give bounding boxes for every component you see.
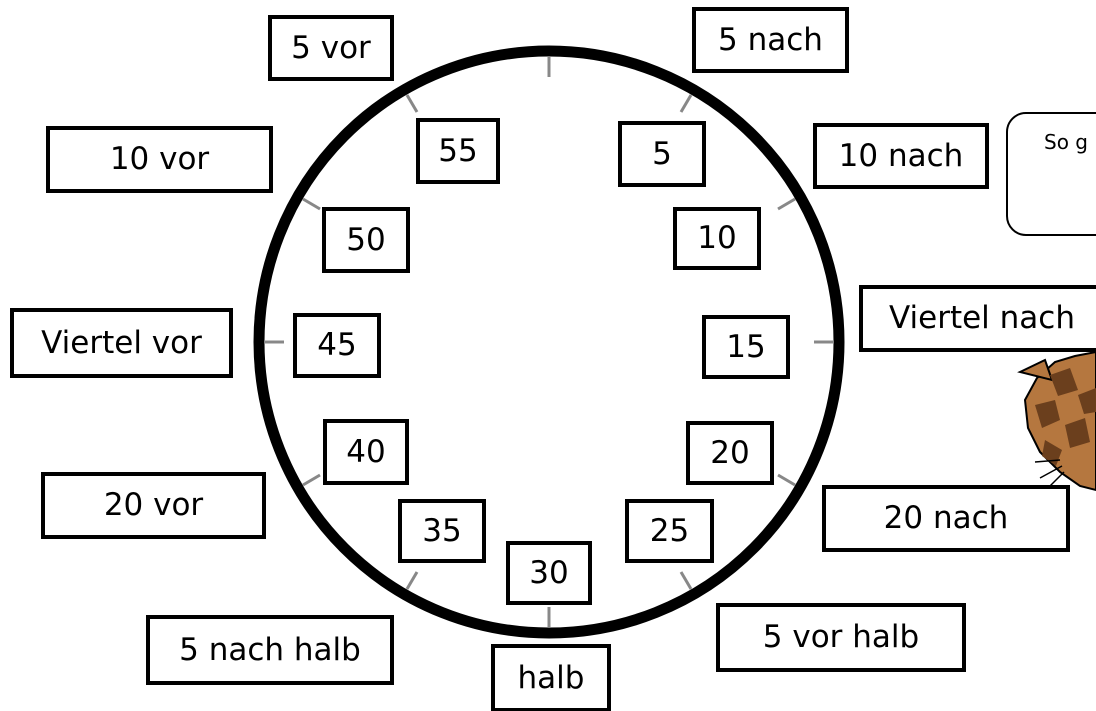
tick-11 bbox=[405, 94, 419, 113]
phrase-10-nach: 10 nach bbox=[813, 123, 989, 189]
phrase-halb: halb bbox=[491, 644, 611, 711]
phrase-5-vor-halb: 5 vor halb bbox=[716, 603, 966, 672]
cat-patch-1 bbox=[1050, 368, 1078, 396]
phrase-5-nach-halb: 5 nach halb bbox=[146, 615, 394, 685]
tick-5 bbox=[679, 571, 693, 590]
minute-label-55: 55 bbox=[416, 118, 500, 184]
clock-ticks bbox=[264, 57, 834, 627]
minute-label-25: 25 bbox=[625, 499, 714, 563]
tick-8 bbox=[302, 473, 321, 487]
cat-whisker-1 bbox=[1034, 459, 1061, 463]
cat-whisker-2 bbox=[1039, 465, 1063, 479]
phrase-20-vor: 20 vor bbox=[41, 472, 266, 539]
phrase-20-nach: 20 nach bbox=[822, 485, 1070, 552]
speech-bubble-text: So g bbox=[1044, 130, 1088, 154]
cat-head bbox=[1023, 350, 1096, 492]
phrase-10-vor: 10 vor bbox=[46, 126, 273, 193]
phrase-5-nach: 5 nach bbox=[692, 7, 849, 73]
minute-label-50: 50 bbox=[322, 207, 410, 273]
tick-10 bbox=[302, 197, 321, 211]
tick-1 bbox=[679, 94, 693, 113]
minute-label-20: 20 bbox=[686, 421, 774, 485]
minute-label-45: 45 bbox=[293, 313, 381, 378]
clock-rim bbox=[253, 45, 845, 639]
phrase-5-vor: 5 vor bbox=[268, 15, 394, 81]
minute-label-35: 35 bbox=[398, 499, 486, 563]
minute-label-15: 15 bbox=[702, 315, 790, 379]
tick-7 bbox=[405, 571, 419, 590]
tick-2 bbox=[777, 197, 796, 211]
minute-label-10: 10 bbox=[673, 207, 761, 270]
speech-bubble: So g bbox=[1006, 112, 1096, 236]
cat-patch-2 bbox=[1035, 400, 1060, 428]
cat-patch-3 bbox=[1065, 418, 1090, 448]
minute-label-5: 5 bbox=[618, 121, 706, 187]
minute-label-30: 30 bbox=[506, 541, 592, 605]
cat-patch-4 bbox=[1078, 388, 1096, 414]
minute-label-40: 40 bbox=[323, 419, 409, 485]
cat-ear bbox=[1017, 358, 1054, 382]
cat-illustration bbox=[1017, 350, 1096, 492]
phrase-viertel-vor: Viertel vor bbox=[10, 308, 233, 378]
tick-4 bbox=[777, 473, 796, 487]
phrase-viertel-nach: Viertel nach bbox=[859, 285, 1096, 352]
